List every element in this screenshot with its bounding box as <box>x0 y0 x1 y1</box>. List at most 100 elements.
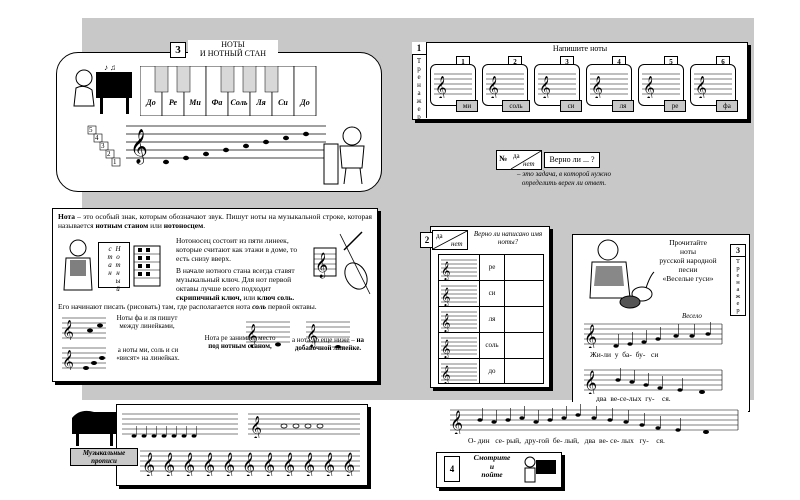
svg-text:𝄞: 𝄞 <box>441 365 450 384</box>
write-note-card[interactable]: 6 𝄞 фа <box>690 56 738 112</box>
table-row: 𝄞 ля <box>439 307 543 333</box>
song-staff-1: 𝄞 <box>584 322 723 348</box>
write-note-card[interactable]: 3 𝄞 си <box>534 56 582 112</box>
section1-number: 3 <box>175 44 181 56</box>
write-note-card[interactable]: 1 𝄞 ми <box>430 56 478 112</box>
theory-text: – это особый знак, которым обозначают зв… <box>58 212 372 230</box>
theory-text: или <box>148 221 164 230</box>
trainer1-vertical-label: Тренажер <box>415 57 423 121</box>
trainer4-line: и <box>489 461 495 471</box>
staff-example-do: 𝄞 <box>306 321 350 348</box>
term-sol: соль <box>252 302 267 311</box>
trainer2-badge: да нет <box>432 230 468 250</box>
composer-portrait <box>63 239 93 291</box>
answer-cell[interactable] <box>505 307 543 332</box>
section1-title: НОТЫ И НОТНЫЙ СТАН <box>188 40 278 58</box>
key-label: Си <box>278 98 288 107</box>
note-name-cell: соль <box>479 333 505 358</box>
table-row: 𝄞 до <box>439 359 543 384</box>
term-staff: нотным станом <box>95 221 149 230</box>
trainer4-line: Смотрите <box>473 453 511 462</box>
theory-paragraph-2: Нотоносец состоит из пяти линеек, которы… <box>176 236 298 263</box>
lyrics-line-1: Жи-ли у ба- бу- си <box>590 350 659 359</box>
write-note-label: ля <box>612 100 634 112</box>
answer-cell[interactable] <box>505 359 543 384</box>
write-note-label: ми <box>456 100 478 112</box>
trainer2-no: нет <box>451 240 463 248</box>
svg-text:𝄞: 𝄞 <box>450 410 463 434</box>
svg-text:𝄞: 𝄞 <box>435 75 447 98</box>
staff-example-re: 𝄞 <box>246 321 290 348</box>
answer-cell[interactable] <box>505 333 543 358</box>
answer-cell[interactable] <box>505 281 543 306</box>
song-title: «Веселые гуси» <box>662 274 714 283</box>
theory-panel <box>52 208 378 382</box>
song-staff-2: 𝄞 <box>584 368 723 394</box>
svg-text:𝄞: 𝄞 <box>539 75 551 98</box>
term-ledger-line: на добавочной линейке. <box>294 336 365 352</box>
svg-text:𝄞: 𝄞 <box>62 319 74 340</box>
term-treble-clef: скрипичный ключ, <box>176 293 242 302</box>
table-row: 𝄞 си <box>439 281 543 307</box>
term-g-clef: ключ соль. <box>257 293 295 302</box>
staff-icon: 𝄞 <box>441 311 477 332</box>
write-note-card[interactable]: 4 𝄞 ля <box>586 56 634 112</box>
trainer4-number: 4 <box>449 464 455 474</box>
key-note-labels: До Ре Ми Фа Соль Ля Си До <box>140 98 320 110</box>
svg-text:𝄞: 𝄞 <box>591 75 603 98</box>
svg-text:𝄞: 𝄞 <box>302 452 315 476</box>
line-number: 1 <box>113 158 117 166</box>
copybook-panel <box>116 404 368 486</box>
theory-text: первой октавы. <box>267 302 317 311</box>
theory-text: Его начинают писать (рисовать) там, где … <box>58 302 251 311</box>
key-label: Ре <box>168 98 178 107</box>
copybook-staff-3: 𝄞𝄞𝄞𝄞𝄞𝄞𝄞𝄞𝄞𝄞𝄞 <box>140 450 360 476</box>
svg-text:𝄞: 𝄞 <box>441 261 450 280</box>
trainer3-title-line: песни <box>678 265 698 274</box>
staff-example-mi-sol-si: 𝄞 <box>62 347 106 370</box>
theory-text: а нота до еще ниже – <box>291 336 355 344</box>
write-note-card[interactable]: 5 𝄞 ре <box>638 56 686 112</box>
answer-cell[interactable] <box>505 255 543 280</box>
copybook-label-line: Музыкальные <box>82 449 126 457</box>
note-name-cell: ре <box>479 255 505 280</box>
theory-lower-1: Ноты фа и ля пишут между линейками, <box>116 314 178 330</box>
theory-text: В начале нотного стана всегда ставят муз… <box>176 266 295 293</box>
quiz-explanation: – это задача, в которой нужно определить… <box>516 170 612 187</box>
svg-text:𝄞: 𝄞 <box>584 370 597 394</box>
staff-icon: 𝄞 <box>694 73 732 98</box>
trainer1-side-label: 1 Тренажер <box>412 42 427 121</box>
svg-text:𝄞: 𝄞 <box>584 324 597 348</box>
key-label: До <box>146 98 156 107</box>
section1-number-box: 3 <box>170 42 186 58</box>
trainer2-number: 2 <box>424 235 430 245</box>
key-label: Ля <box>256 98 266 107</box>
trainer3-title-line: русской народной <box>659 256 717 265</box>
table-row: 𝄞 соль <box>439 333 543 359</box>
conductor-illustration <box>323 126 365 185</box>
pianist-icon <box>524 456 556 483</box>
svg-text:𝄞: 𝄞 <box>246 323 258 348</box>
copybook-staff-2: 𝄞 <box>248 413 360 438</box>
lyrics-line-3: О- дин се- рый, дру-гой бе- лый, два ве-… <box>468 436 665 445</box>
staff-icon: 𝄞 <box>441 259 477 280</box>
copybook-staff-1 <box>122 413 238 438</box>
key-label: Фа <box>211 98 223 107</box>
copybook-label-line: прописи <box>91 457 117 465</box>
note-name-cell: си <box>479 281 505 306</box>
line-number: 4 <box>95 134 99 142</box>
trainer3-side-label: 3 Тренажер <box>730 244 746 316</box>
line-number: 2 <box>107 150 111 158</box>
tempo-marking: Весело <box>682 312 702 320</box>
svg-text:𝄞: 𝄞 <box>643 75 655 98</box>
staff-icon: 𝄞 <box>538 73 576 98</box>
svg-text:𝄞: 𝄞 <box>306 323 318 348</box>
key-label: Ми <box>189 98 201 107</box>
write-note-card[interactable]: 2 𝄞 соль <box>482 56 530 112</box>
copybook-label: Музыкальные прописи <box>70 448 138 466</box>
staff-icon: 𝄞 <box>486 73 524 98</box>
trainer2-question: Верно ли написано имя ноты? <box>473 230 543 246</box>
svg-text:𝄞: 𝄞 <box>695 75 707 98</box>
trainer1-title: Напишите ноты <box>552 44 608 53</box>
theory-text: Нота ре занимает место <box>204 334 276 342</box>
